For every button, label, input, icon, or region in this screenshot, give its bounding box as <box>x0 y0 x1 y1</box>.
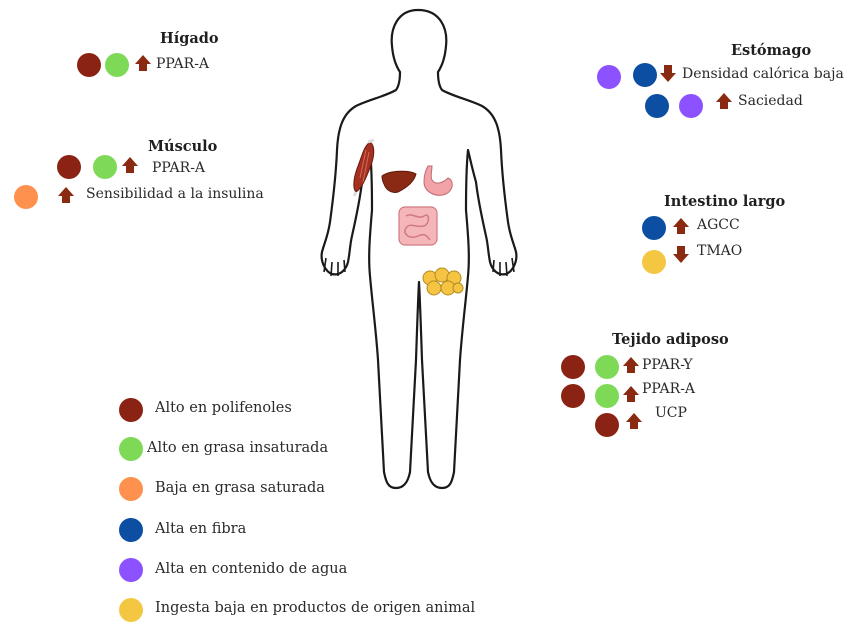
fiber-dot <box>642 216 666 240</box>
intestine-icon <box>396 204 440 248</box>
legend-polyphenols-dot <box>119 398 143 422</box>
legend-low-saturated-fat-dot <box>119 477 143 501</box>
polyphenols-dot <box>77 53 101 77</box>
adipose-item-1: PPAR-A <box>642 381 695 397</box>
arrow-up-icon <box>626 413 642 422</box>
legend-item-polyphenols: Alto en polifenoles <box>155 400 292 416</box>
arrow-down-icon <box>660 73 676 82</box>
muscle-item-1: Sensibilidad a la insulina <box>86 186 264 202</box>
legend-item-unsaturated-fat: Alto en grasa insaturada <box>147 440 328 456</box>
legend-water-content-dot <box>119 558 143 582</box>
arrow-up-icon <box>716 93 732 102</box>
polyphenols-dot <box>595 413 619 437</box>
unsaturated-fat-dot <box>595 384 619 408</box>
unsaturated-fat-dot <box>93 155 117 179</box>
legend-fiber-dot <box>119 518 143 542</box>
unsaturated-fat-dot <box>105 53 129 77</box>
water-content-dot <box>679 94 703 118</box>
arrow-down-icon <box>673 254 689 263</box>
polyphenols-dot <box>561 355 585 379</box>
arrow-up-icon <box>673 218 689 227</box>
muscle-icon <box>350 138 380 198</box>
arrow-up-icon <box>122 157 138 166</box>
fiber-dot <box>633 63 657 87</box>
legend-item-fiber: Alta en fibra <box>155 521 246 537</box>
legend-low-animal-intake-dot <box>119 598 143 622</box>
liver-title: Hígado <box>160 30 219 47</box>
muscle-title: Músculo <box>148 138 217 155</box>
stomach-title: Estómago <box>731 42 811 59</box>
low-animal-intake-dot <box>642 250 666 274</box>
fiber-dot <box>645 94 669 118</box>
stomach-item-0: Densidad calórica baja <box>682 66 844 82</box>
adipose-tissue-icon <box>420 266 466 298</box>
liver-item-0: PPAR-A <box>156 56 209 72</box>
water-content-dot <box>597 65 621 89</box>
legend-item-low-saturated-fat: Baja en grasa saturada <box>155 480 325 496</box>
stomach-item-1: Saciedad <box>738 93 803 109</box>
liver-icon <box>380 170 418 196</box>
stomach-icon <box>420 164 456 198</box>
large-intestine-title: Intestino largo <box>664 193 785 210</box>
intestine-item-0: AGCC <box>697 217 740 233</box>
intestine-item-1: TMAO <box>697 243 742 259</box>
arrow-up-icon <box>135 55 151 64</box>
arrow-up-icon <box>623 386 639 395</box>
adipose-item-0: PPAR-Y <box>642 357 693 373</box>
adipose-tissue-title: Tejido adiposo <box>612 331 729 348</box>
unsaturated-fat-dot <box>595 355 619 379</box>
polyphenols-dot <box>57 155 81 179</box>
low-saturated-fat-dot <box>14 185 38 209</box>
arrow-up-icon <box>623 357 639 366</box>
legend-item-water-content: Alta en contenido de agua <box>155 561 347 577</box>
polyphenols-dot <box>561 384 585 408</box>
muscle-item-0: PPAR-A <box>152 160 205 176</box>
adipose-item-2: UCP <box>655 405 687 421</box>
legend-unsaturated-fat-dot <box>119 437 143 461</box>
arrow-up-icon <box>58 187 74 196</box>
legend-item-low-animal-intake: Ingesta baja en productos de origen anim… <box>155 600 475 616</box>
